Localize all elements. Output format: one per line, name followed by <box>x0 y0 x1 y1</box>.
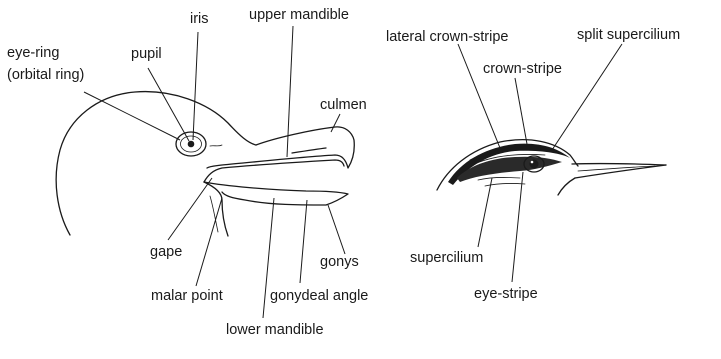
gull-lower-mandible <box>204 182 348 205</box>
passerine-throat <box>558 178 575 195</box>
gull-leader-lines <box>84 26 345 318</box>
label-crown-stripe: crown-stripe <box>483 61 562 77</box>
label-gonydeal-angle: gonydeal angle <box>270 288 368 304</box>
label-lateral-crown-stripe: lateral crown-stripe <box>386 29 509 45</box>
passerine-head <box>437 140 666 195</box>
gull-throat <box>204 182 228 236</box>
label-malar-point: malar point <box>151 288 223 304</box>
label-orbital-ring: (orbital ring) <box>7 67 84 83</box>
label-pupil: pupil <box>131 46 162 62</box>
label-upper-mandible: upper mandible <box>249 7 349 23</box>
gull-nostril <box>292 148 326 153</box>
gull-head-outline <box>56 92 256 235</box>
gull-labels: eye-ring (orbital ring) pupil iris upper… <box>7 7 368 338</box>
label-eye-ring: eye-ring <box>7 45 59 61</box>
gull-head <box>56 92 354 236</box>
passerine-pupil <box>530 160 539 169</box>
gull-gape-line <box>204 160 344 182</box>
label-culmen: culmen <box>320 97 367 113</box>
label-eye-stripe: eye-stripe <box>474 286 538 302</box>
label-supercilium: supercilium <box>410 250 483 266</box>
label-iris: iris <box>190 11 209 27</box>
label-lower-mandible: lower mandible <box>226 322 324 338</box>
gull-upper-mandible <box>207 127 354 168</box>
gull-pupil <box>188 141 195 148</box>
passerine-bill-upper <box>572 164 666 165</box>
label-gape: gape <box>150 244 182 260</box>
label-gonys: gonys <box>320 254 359 270</box>
label-split-supercilium: split supercilium <box>577 27 680 43</box>
passerine-bill-lower <box>575 165 666 178</box>
